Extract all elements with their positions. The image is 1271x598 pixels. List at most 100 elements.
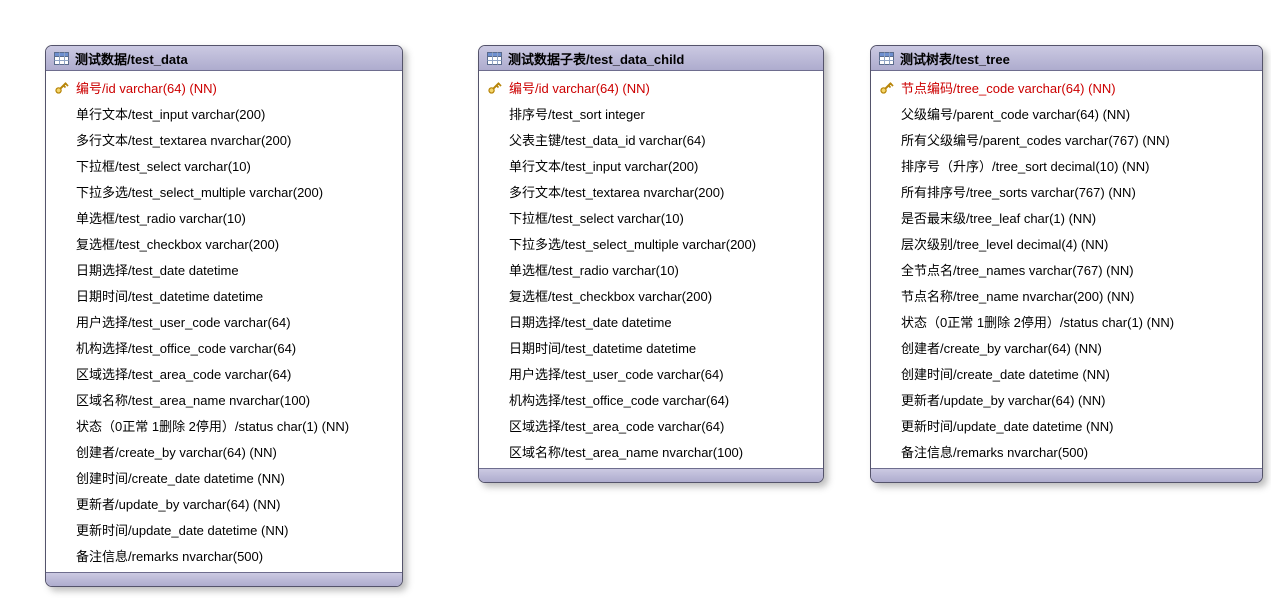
primary-key-icon [871, 131, 901, 148]
field-row[interactable]: 下拉框/test_select varchar(10) [46, 152, 402, 178]
field-label: 备注信息/remarks nvarchar(500) [901, 444, 1089, 460]
field-row[interactable]: 下拉框/test_select varchar(10) [479, 204, 823, 230]
primary-key-icon [479, 157, 509, 174]
field-label: 机构选择/test_office_code varchar(64) [76, 340, 297, 356]
field-row[interactable]: 创建时间/create_date datetime (NN) [871, 360, 1262, 386]
primary-key-icon [479, 365, 509, 382]
field-row[interactable]: 节点名称/tree_name nvarchar(200) (NN) [871, 282, 1262, 308]
field-row[interactable]: 备注信息/remarks nvarchar(500) [871, 438, 1262, 464]
field-row[interactable]: 父表主键/test_data_id varchar(64) [479, 126, 823, 152]
table-field-list: 编号/id varchar(64) (NN) 排序号/test_sort int… [479, 71, 823, 468]
primary-key-icon [46, 469, 76, 486]
primary-key-icon [871, 287, 901, 304]
table-title: 测试数据/test_data [75, 51, 188, 67]
table-footer [479, 468, 823, 482]
field-label: 区域名称/test_area_name nvarchar(100) [509, 444, 744, 460]
field-row[interactable]: 是否最末级/tree_leaf char(1) (NN) [871, 204, 1262, 230]
field-row[interactable]: 所有父级编号/parent_codes varchar(767) (NN) [871, 126, 1262, 152]
field-row[interactable]: 编号/id varchar(64) (NN) [479, 74, 823, 100]
field-row[interactable]: 层次级别/tree_level decimal(4) (NN) [871, 230, 1262, 256]
field-row[interactable]: 多行文本/test_textarea nvarchar(200) [46, 126, 402, 152]
primary-key-icon [871, 365, 901, 382]
field-label: 编号/id varchar(64) (NN) [509, 80, 650, 96]
field-row[interactable]: 单行文本/test_input varchar(200) [479, 152, 823, 178]
primary-key-icon [46, 261, 76, 278]
table-card-2[interactable]: 测试数据子表/test_data_child 编号/id varchar(64)… [478, 45, 824, 483]
field-row[interactable]: 日期时间/test_datetime datetime [46, 282, 402, 308]
field-row[interactable]: 更新时间/update_date datetime (NN) [46, 516, 402, 542]
table-card-1[interactable]: 测试数据/test_data 编号/id varchar(64) (NN) [45, 45, 403, 587]
primary-key-icon [46, 521, 76, 538]
primary-key-icon [871, 209, 901, 226]
field-row[interactable]: 所有排序号/tree_sorts varchar(767) (NN) [871, 178, 1262, 204]
field-row[interactable]: 区域名称/test_area_name nvarchar(100) [46, 386, 402, 412]
primary-key-icon [46, 157, 76, 174]
field-row[interactable]: 创建者/create_by varchar(64) (NN) [46, 438, 402, 464]
field-label: 区域选择/test_area_code varchar(64) [509, 418, 725, 434]
table-card-3[interactable]: 测试树表/test_tree 节点编码/tree_code varchar(64… [870, 45, 1263, 483]
field-label: 节点编码/tree_code varchar(64) (NN) [901, 80, 1116, 96]
primary-key-icon [46, 183, 76, 200]
field-label: 下拉框/test_select varchar(10) [76, 158, 251, 174]
field-row[interactable]: 日期时间/test_datetime datetime [479, 334, 823, 360]
field-row[interactable]: 日期选择/test_date datetime [479, 308, 823, 334]
field-row[interactable]: 区域选择/test_area_code varchar(64) [46, 360, 402, 386]
table-title: 测试树表/test_tree [900, 51, 1010, 67]
primary-key-icon [871, 105, 901, 122]
primary-key-icon [871, 183, 901, 200]
field-row[interactable]: 创建时间/create_date datetime (NN) [46, 464, 402, 490]
field-row[interactable]: 创建者/create_by varchar(64) (NN) [871, 334, 1262, 360]
field-row[interactable]: 排序号/test_sort integer [479, 100, 823, 126]
field-row[interactable]: 状态（0正常 1删除 2停用）/status char(1) (NN) [46, 412, 402, 438]
primary-key-icon [871, 391, 901, 408]
field-row[interactable]: 区域名称/test_area_name nvarchar(100) [479, 438, 823, 464]
field-row[interactable]: 排序号（升序）/tree_sort decimal(10) (NN) [871, 152, 1262, 178]
field-row[interactable]: 单行文本/test_input varchar(200) [46, 100, 402, 126]
primary-key-icon [46, 287, 76, 304]
field-row[interactable]: 编号/id varchar(64) (NN) [46, 74, 402, 100]
field-row[interactable]: 更新者/update_by varchar(64) (NN) [46, 490, 402, 516]
field-label: 单行文本/test_input varchar(200) [509, 158, 699, 174]
field-label: 创建者/create_by varchar(64) (NN) [76, 444, 277, 460]
field-row[interactable]: 父级编号/parent_code varchar(64) (NN) [871, 100, 1262, 126]
field-row[interactable]: 用户选择/test_user_code varchar(64) [46, 308, 402, 334]
field-row[interactable]: 多行文本/test_textarea nvarchar(200) [479, 178, 823, 204]
field-label: 更新者/update_by varchar(64) (NN) [901, 392, 1106, 408]
table-header[interactable]: 测试数据/test_data [46, 46, 402, 71]
field-row[interactable]: 全节点名/tree_names varchar(767) (NN) [871, 256, 1262, 282]
field-row[interactable]: 单选框/test_radio varchar(10) [46, 204, 402, 230]
field-label: 复选框/test_checkbox varchar(200) [509, 288, 713, 304]
table-header[interactable]: 测试树表/test_tree [871, 46, 1262, 71]
field-row[interactable]: 下拉多选/test_select_multiple varchar(200) [479, 230, 823, 256]
field-label: 排序号（升序）/tree_sort decimal(10) (NN) [901, 158, 1150, 174]
field-label: 多行文本/test_textarea nvarchar(200) [509, 184, 725, 200]
primary-key-icon [46, 495, 76, 512]
field-label: 父级编号/parent_code varchar(64) (NN) [901, 106, 1131, 122]
field-row[interactable]: 下拉多选/test_select_multiple varchar(200) [46, 178, 402, 204]
field-row[interactable]: 更新时间/update_date datetime (NN) [871, 412, 1262, 438]
table-header[interactable]: 测试数据子表/test_data_child [479, 46, 823, 71]
field-row[interactable]: 单选框/test_radio varchar(10) [479, 256, 823, 282]
field-row[interactable]: 区域选择/test_area_code varchar(64) [479, 412, 823, 438]
field-row[interactable]: 用户选择/test_user_code varchar(64) [479, 360, 823, 386]
field-row[interactable]: 日期选择/test_date datetime [46, 256, 402, 282]
field-row[interactable]: 状态（0正常 1删除 2停用）/status char(1) (NN) [871, 308, 1262, 334]
field-label: 更新时间/update_date datetime (NN) [901, 418, 1114, 434]
primary-key-icon [46, 547, 76, 564]
primary-key-icon [479, 443, 509, 460]
field-row[interactable]: 复选框/test_checkbox varchar(200) [46, 230, 402, 256]
table-field-list: 节点编码/tree_code varchar(64) (NN) 父级编号/par… [871, 71, 1262, 468]
field-row[interactable]: 机构选择/test_office_code varchar(64) [46, 334, 402, 360]
table-footer [871, 468, 1262, 482]
field-row[interactable]: 节点编码/tree_code varchar(64) (NN) [871, 74, 1262, 100]
primary-key-icon [871, 79, 901, 96]
field-row[interactable]: 机构选择/test_office_code varchar(64) [479, 386, 823, 412]
field-label: 创建者/create_by varchar(64) (NN) [901, 340, 1102, 356]
primary-key-icon [871, 417, 901, 434]
field-row[interactable]: 备注信息/remarks nvarchar(500) [46, 542, 402, 568]
primary-key-icon [46, 443, 76, 460]
field-row[interactable]: 更新者/update_by varchar(64) (NN) [871, 386, 1262, 412]
field-row[interactable]: 复选框/test_checkbox varchar(200) [479, 282, 823, 308]
field-label: 日期选择/test_date datetime [76, 262, 239, 278]
